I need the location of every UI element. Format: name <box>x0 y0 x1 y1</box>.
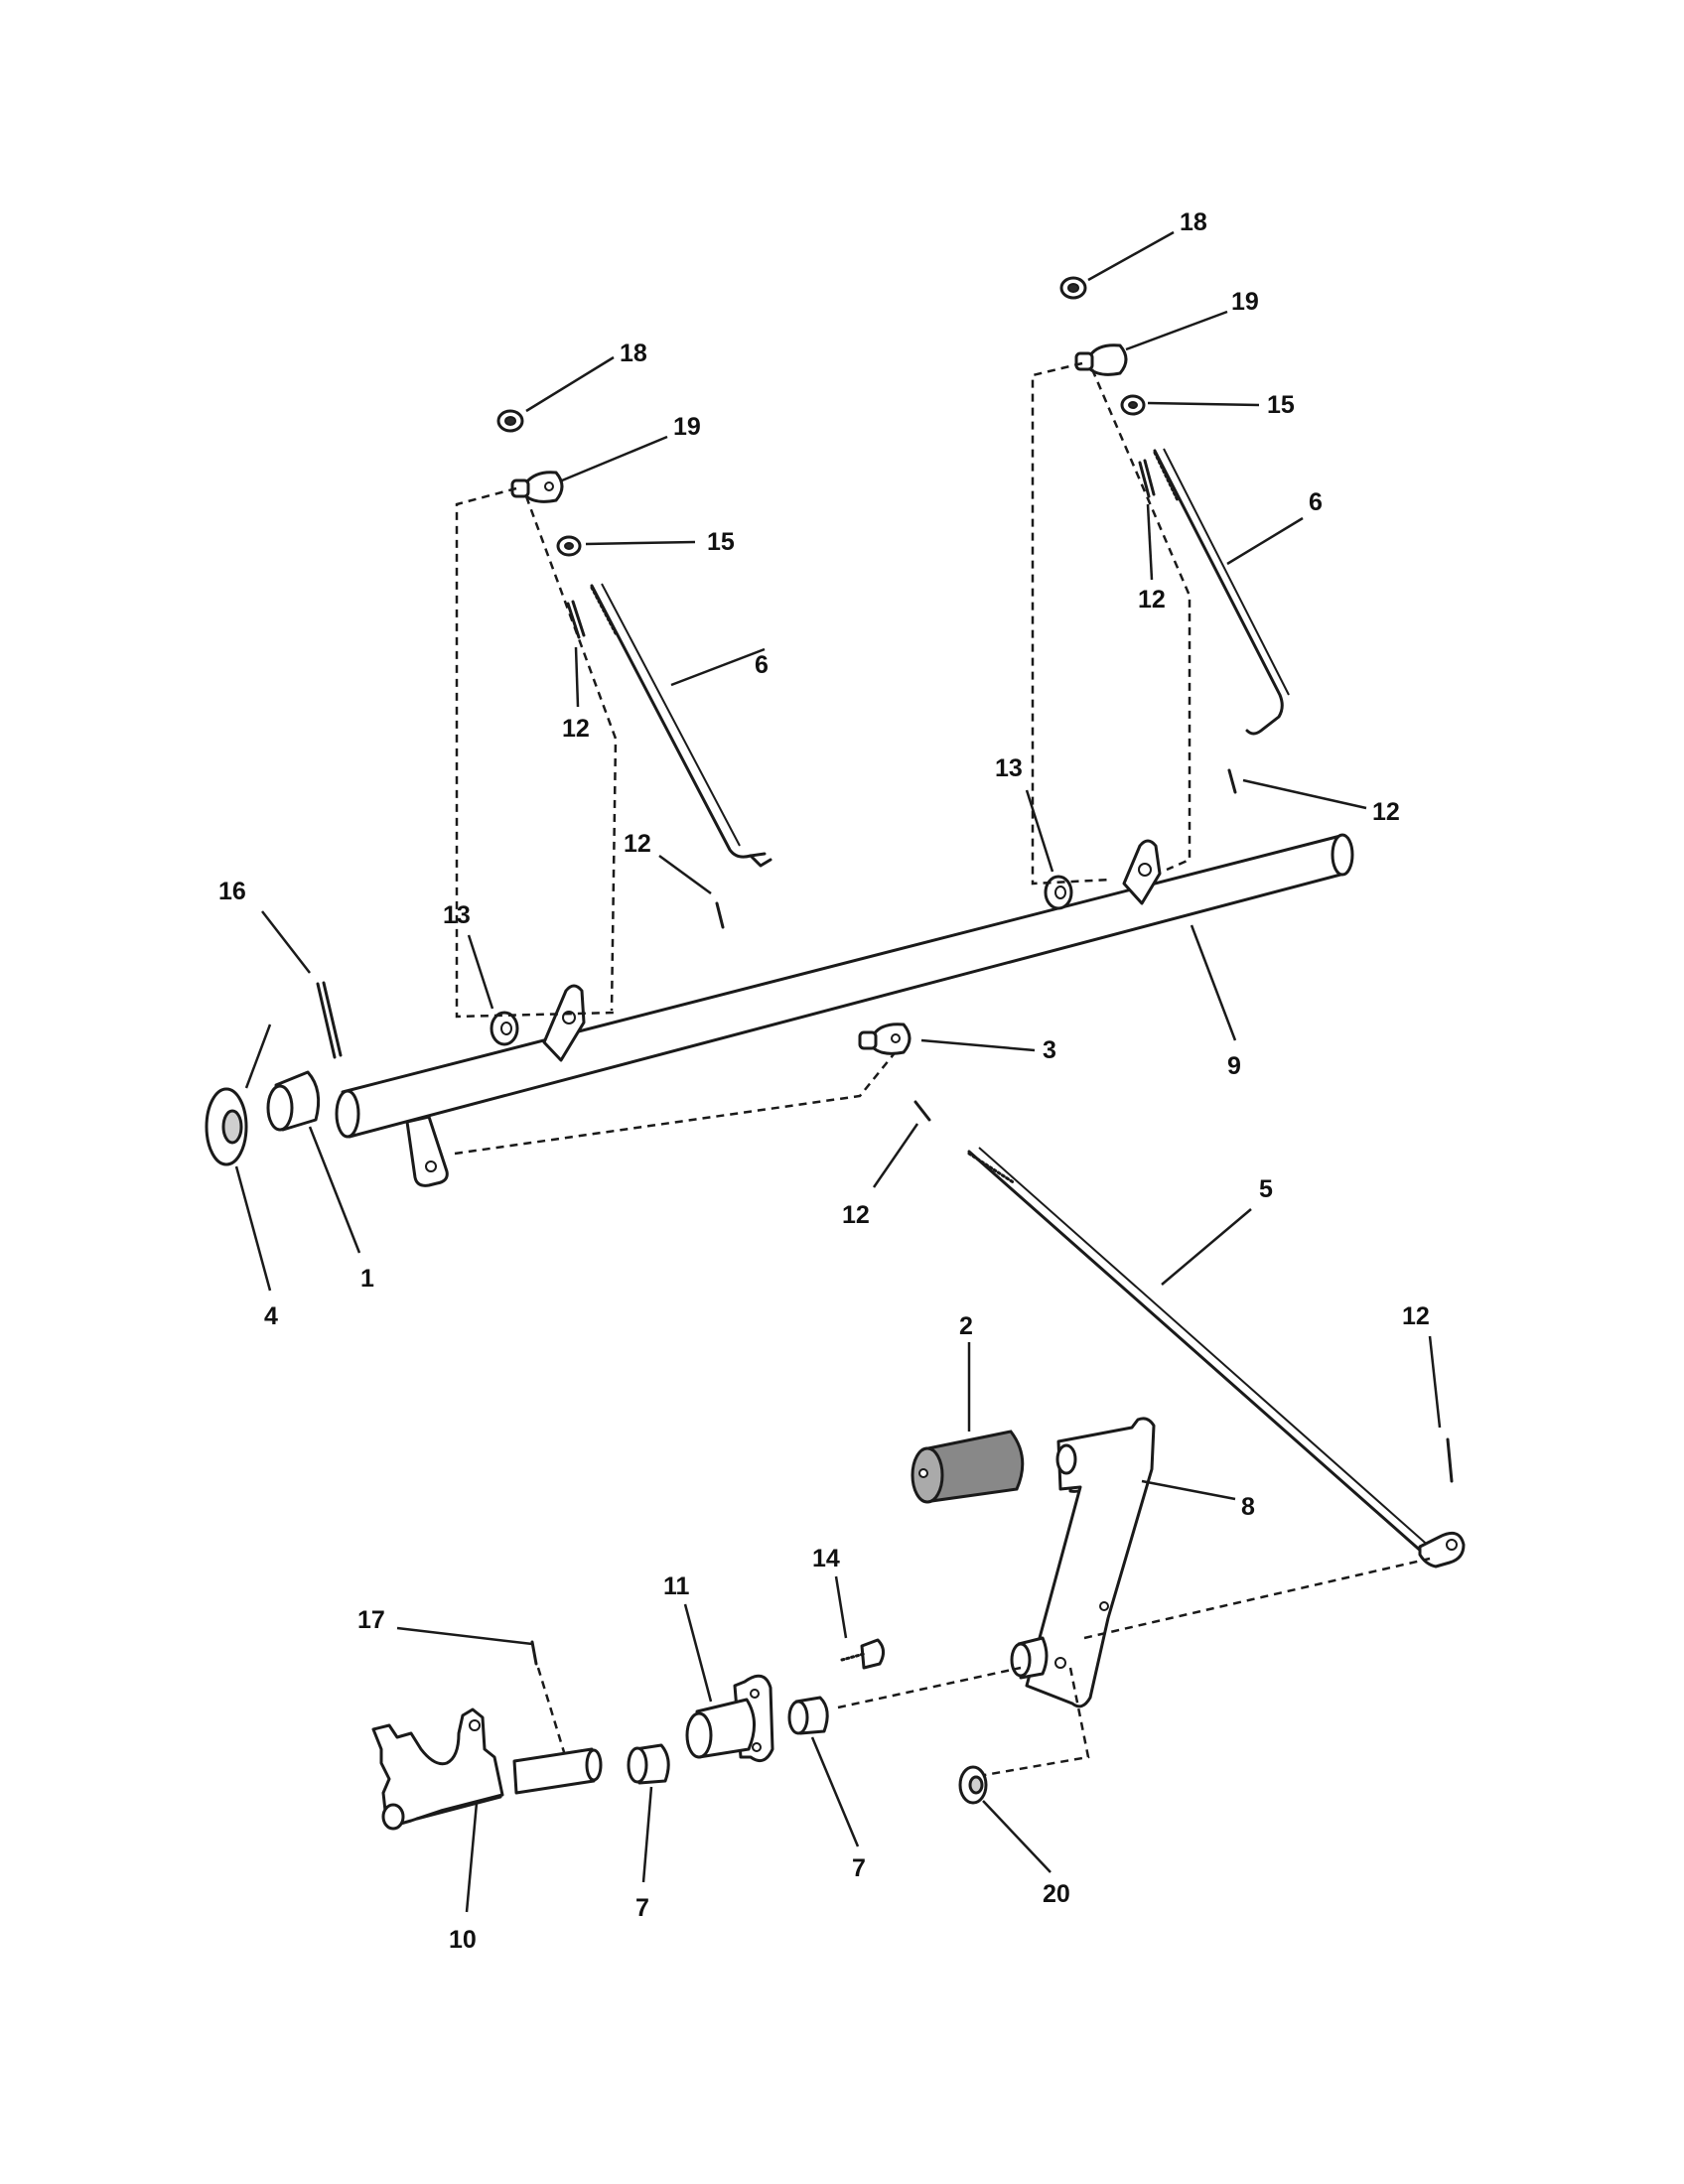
flat-washer <box>205 1087 248 1166</box>
callout-9: 9 <box>1227 1052 1241 1080</box>
callout-6-right: 6 <box>1309 488 1323 516</box>
callout-7-left: 7 <box>635 1894 649 1922</box>
jam-nut-left <box>556 535 582 557</box>
shaft-washer-left <box>490 1011 519 1046</box>
callout-17: 17 <box>357 1606 385 1634</box>
callout-20: 20 <box>1043 1880 1070 1908</box>
lock-nut-right <box>1059 276 1087 300</box>
long-rod <box>967 1147 1466 1569</box>
callout-6-left: 6 <box>755 651 769 679</box>
callout-12-left-upper: 12 <box>562 715 590 743</box>
bushing-left <box>627 1743 670 1785</box>
callouts: 1 2 3 4 5 6 6 7 7 8 9 10 11 12 12 12 12 … <box>218 208 1430 1954</box>
callout-12-left-mid: 12 <box>624 830 651 858</box>
roll-pin <box>530 1640 538 1666</box>
callout-19-left: 19 <box>673 413 701 441</box>
flange-bearing <box>685 1674 774 1763</box>
callout-12-right-mid: 12 <box>1372 798 1400 826</box>
callout-11: 11 <box>663 1572 690 1600</box>
callout-1: 1 <box>360 1265 374 1293</box>
callout-15-right: 15 <box>1267 391 1295 419</box>
hex-screw <box>840 1638 885 1670</box>
shaft-swivel <box>858 1023 912 1055</box>
callout-3: 3 <box>1043 1036 1056 1064</box>
cotter-pin <box>316 981 343 1059</box>
cross-shaft <box>335 833 1354 1139</box>
bushing <box>266 1070 321 1132</box>
callout-12-far-right: 12 <box>1402 1302 1430 1330</box>
pedal-grip <box>911 1430 1025 1504</box>
pedal-arm <box>1025 1417 1156 1708</box>
callout-7-right: 7 <box>852 1854 866 1882</box>
pin-mid-right <box>1227 768 1237 794</box>
callout-4: 4 <box>264 1302 278 1330</box>
pedal-hub <box>1010 1636 1049 1680</box>
pin-swivel <box>913 1100 931 1122</box>
shaft-washer-right <box>1044 875 1073 910</box>
rod-left <box>590 583 772 868</box>
pedal-washer <box>958 1765 988 1805</box>
callout-12-swivel: 12 <box>842 1201 870 1229</box>
shaft-bracket-left <box>542 984 586 1062</box>
swivel-right <box>1074 343 1128 376</box>
shaft-bracket-right <box>1122 839 1162 905</box>
callout-18-right: 18 <box>1180 208 1207 236</box>
pedal-bracket <box>371 1707 603 1831</box>
callout-10: 10 <box>449 1926 477 1954</box>
pin-mid-left <box>715 901 725 929</box>
callout-15-left: 15 <box>707 528 735 556</box>
callout-14: 14 <box>812 1545 840 1572</box>
swivel-left <box>510 471 564 503</box>
callout-8: 8 <box>1241 1493 1255 1521</box>
lock-nut-left <box>496 409 524 433</box>
shaft-lower-arm <box>405 1115 449 1187</box>
pin-upper-right <box>1138 459 1156 498</box>
callout-2: 2 <box>959 1312 973 1340</box>
pin-long-rod <box>1446 1437 1454 1483</box>
callout-12-right-upper: 12 <box>1138 586 1166 614</box>
callout-19-right: 19 <box>1231 288 1259 316</box>
callout-16: 16 <box>218 878 246 905</box>
jam-nut-right <box>1120 394 1146 416</box>
callout-13-right: 13 <box>995 754 1023 782</box>
leader-lines <box>234 230 1442 1913</box>
rod-right <box>1153 448 1290 736</box>
callout-5: 5 <box>1259 1175 1273 1203</box>
callout-13-left: 13 <box>443 901 471 929</box>
bushing-right <box>787 1696 829 1735</box>
callout-18-left: 18 <box>620 340 647 367</box>
